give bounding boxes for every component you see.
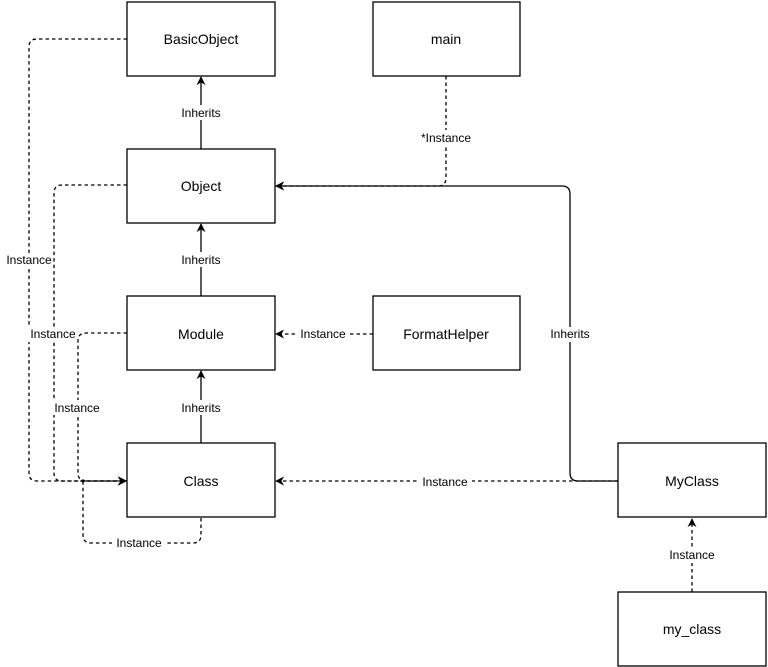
edge-object-instance-class: Instance <box>26 184 127 486</box>
edge-label: Inherits <box>550 327 589 341</box>
node-module[interactable]: Module <box>126 295 276 371</box>
edge-label: Inherits <box>181 106 220 120</box>
edge-main-instance-object: *Instance <box>275 76 478 191</box>
node-label: BasicObject <box>164 31 239 47</box>
node-label: FormatHelper <box>403 326 489 342</box>
node-label: my_class <box>663 621 721 637</box>
node-label: Class <box>183 473 218 489</box>
node-label: MyClass <box>665 473 719 489</box>
node-basic-object[interactable]: BasicObject <box>126 1 276 77</box>
node-my-class[interactable]: MyClass <box>617 442 767 518</box>
edge-class-instance-class: Instance <box>81 476 202 551</box>
edge-class-inherits-module: Inherits <box>176 370 226 443</box>
edge-label: Instance <box>669 548 715 562</box>
edge-module-instance-class: Instance <box>50 332 127 486</box>
edge-object-inherits-basic-object: Inherits <box>176 76 226 149</box>
edge-my-class-inherits-object: Inherits <box>275 181 618 482</box>
node-my-class-instance[interactable]: my_class <box>617 591 767 667</box>
edge-label: Instance <box>54 401 100 415</box>
edge-label: Instance <box>300 327 346 341</box>
node-format-helper[interactable]: FormatHelper <box>372 295 521 371</box>
edge-basic-object-instance-class: Instance <box>2 38 127 486</box>
node-main[interactable]: main <box>372 1 521 77</box>
edge-label: Inherits <box>181 401 220 415</box>
node-object[interactable]: Object <box>126 148 276 224</box>
edge-my-class-instance-class: Instance <box>275 474 618 489</box>
node-label: Object <box>181 178 222 194</box>
edge-module-inherits-object: Inherits <box>176 223 226 296</box>
edge-label: Inherits <box>181 253 220 267</box>
node-label: Module <box>178 326 224 342</box>
edge-format-helper-instance-module: Instance <box>275 327 373 342</box>
edge-label: *Instance <box>421 131 471 145</box>
edge-label: Instance <box>6 253 52 267</box>
edge-label: Instance <box>422 475 468 489</box>
edge-label: Instance <box>116 536 162 550</box>
node-label: main <box>431 31 461 47</box>
edge-my-class-obj-instance-my-class: Instance <box>665 518 719 592</box>
node-class[interactable]: Class <box>126 442 276 518</box>
edge-label: Instance <box>30 327 76 341</box>
